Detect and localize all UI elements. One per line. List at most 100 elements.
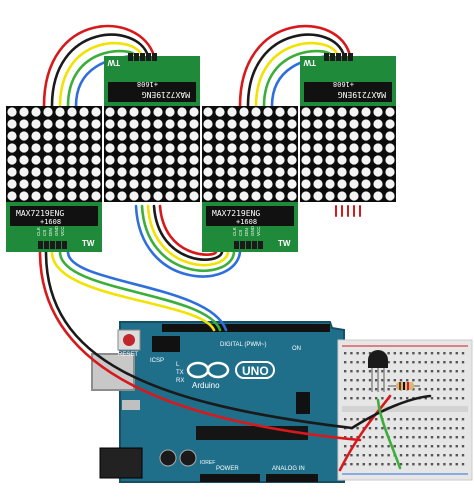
led-dot [263,179,273,189]
led-dot [31,119,41,129]
wire-blue-clk [66,250,228,332]
led-dot [141,155,151,165]
led-dot [19,107,29,117]
led-dot [361,155,371,165]
breadboard-hole [368,436,372,439]
breadboard-hole [393,445,396,448]
led-matrix-1 [6,106,102,202]
breadboard-hole [375,379,378,382]
led-dot [105,119,115,129]
breadboard-hole [393,463,396,466]
breadboard-hole [344,361,347,364]
breadboard-hole [350,445,353,448]
header-pin [140,53,145,61]
led-dot [287,155,297,165]
breadboard-hole [375,436,378,439]
chip-name-1: MAX7219ENG [16,209,64,218]
breadboard-hole [412,379,415,382]
breadboard-hole [375,388,378,391]
breadboard-hole [399,370,403,373]
led-dot [55,155,65,165]
led-dot [263,167,273,177]
pin-header-1 [38,241,67,249]
led-matrix-module-2: MAX7219ENG +1608 TW [104,53,200,202]
breadboard-hole [430,463,434,466]
reset-label: RESET [118,352,138,358]
led-dot [227,143,237,153]
breadboard-hole [437,418,440,421]
breadboard-hole [399,427,403,430]
header-pin [336,53,341,61]
led-dot [117,131,127,141]
led-dot [349,167,359,177]
led-dot [19,191,29,201]
led-grid-4 [301,107,395,201]
pin-label: VCC [256,226,261,236]
header-pin [62,241,67,249]
led-dot [239,119,249,129]
breadboard-hole [368,388,372,391]
breadboard-hole [449,352,452,355]
breadboard-hole [449,397,452,400]
led-dot [337,167,347,177]
breadboard-hole [368,418,372,421]
breadboard-hole [368,463,372,466]
breadboard-hole [368,379,372,382]
led-dot [43,155,53,165]
breadboard-hole [461,436,465,439]
led-dot [31,179,41,189]
brand-label: Arduino [192,381,220,390]
breadboard-hole [449,388,452,391]
analog-label: ANALOG IN [272,466,305,472]
led-dot [79,155,89,165]
led-dot [31,155,41,165]
led-dot [189,155,199,165]
wire-blue-m2-m3 [134,204,242,278]
breadboard-hole [406,352,409,355]
led-dot [79,191,89,201]
breadboard-hole [362,445,365,448]
led-dot [361,131,371,141]
led-dot [373,155,383,165]
wire-red-m1-m2 [42,24,156,108]
led-dot [385,167,395,177]
led-dot [129,155,139,165]
wire-black-breadboard [350,394,432,430]
led-dot [349,191,359,201]
breadboard-hole [368,370,372,373]
breadboard-hole [381,454,384,457]
breadboard-hole [350,388,353,391]
breadboard-hole [424,397,427,400]
led-dot [361,167,371,177]
led-dot [91,143,101,153]
wire-yellow-m3-m4 [254,41,340,108]
led-dot [189,143,199,153]
breadboard-hole [424,454,427,457]
chip-code-4: +1608 [333,80,354,88]
breadboard-hole [449,463,452,466]
led-dot [337,107,347,117]
breadboard-hole [393,436,396,439]
breadboard-hole [344,454,347,457]
breadboard-hole [368,352,372,355]
breadboard-hole [356,418,359,421]
led-dot [129,179,139,189]
breadboard-hole [356,388,359,391]
breadboard-hole [424,427,427,430]
breadboard-hole [356,397,359,400]
breadboard-hole [381,427,384,430]
breadboard-hole [406,463,409,466]
led-dot [165,167,175,177]
breadboard-hole [406,436,409,439]
led-dot [55,179,65,189]
breadboard-hole [430,427,434,430]
breadboard-hole [461,454,465,457]
led-dot [105,143,115,153]
led-dot [349,107,359,117]
led-dot [189,131,199,141]
breadboard-hole [375,418,378,421]
on-label: ON [292,346,301,352]
led-dot [79,107,89,117]
led-dot [117,143,127,153]
